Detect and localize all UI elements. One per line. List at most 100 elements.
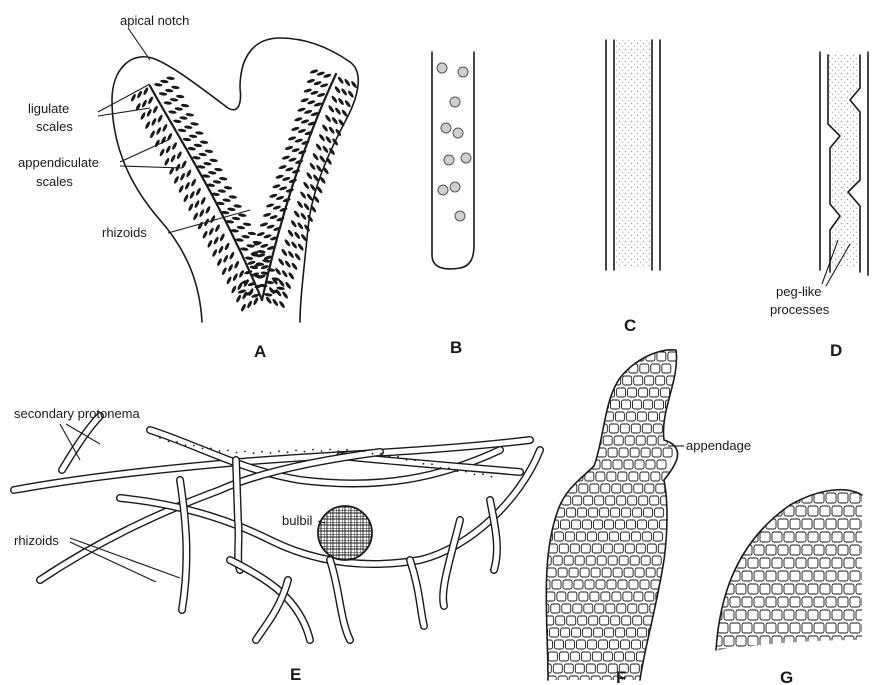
leaf-cell [784, 610, 794, 620]
scale [187, 147, 196, 151]
leaf-cell [568, 484, 577, 493]
leaf-cell [609, 532, 618, 541]
scale [165, 145, 172, 154]
leaf-cell [778, 493, 788, 503]
stipple-dot [414, 459, 416, 461]
leaf-cell [584, 496, 593, 505]
leaf-cell [573, 388, 582, 397]
ligulate-scales-label-1: ligulate [28, 101, 69, 116]
stipple-dot [491, 476, 493, 478]
leaf-cell [826, 493, 836, 503]
leaf-cell [628, 388, 637, 397]
leaf-cell [638, 520, 647, 529]
leaf-cell [509, 556, 518, 565]
leaf-cell [591, 352, 600, 361]
scale [313, 80, 322, 86]
scale [165, 88, 174, 92]
leaf-cell [832, 506, 842, 516]
leaf-cell [736, 506, 746, 516]
protonema-filaments [14, 416, 540, 640]
leaf-cell [625, 544, 634, 553]
leaf-cell [528, 520, 537, 529]
leaf-cell [552, 472, 561, 481]
leaf-cell [647, 652, 656, 661]
leaf-cell [862, 597, 872, 607]
leaf-cell [661, 496, 670, 505]
ligulate-leader [98, 84, 150, 116]
leaf-cell [588, 640, 597, 649]
leaf-cell [532, 424, 541, 433]
scale [334, 107, 342, 116]
scale [176, 151, 183, 160]
leaf-cell [621, 640, 630, 649]
leaf-cell [574, 364, 583, 373]
leaf-cell [754, 545, 764, 555]
leaf-cell [730, 675, 740, 685]
leaf-cell [610, 640, 619, 649]
panel-b-cell: B [432, 52, 474, 357]
bulbil-label: bulbil [282, 513, 312, 528]
leaf-cell [564, 556, 573, 565]
stipple-dot [176, 441, 178, 443]
leaf-cell [523, 616, 532, 625]
leaf-cell [712, 584, 722, 594]
leaf-cell [633, 616, 642, 625]
scale [288, 157, 297, 163]
leaf-cell [826, 597, 836, 607]
scale [163, 101, 172, 105]
leaf-cell [538, 412, 547, 421]
scale [309, 183, 317, 192]
leaf-cell [832, 662, 842, 672]
leaf-cell [535, 484, 544, 493]
leaf-cell [543, 424, 552, 433]
leaf-cell [814, 519, 824, 529]
scale [183, 194, 190, 203]
scale [245, 256, 254, 260]
leaf-cell [814, 675, 824, 685]
leaf-cell [832, 610, 842, 620]
scale [195, 131, 204, 135]
leaf-cell [567, 508, 576, 517]
scale [147, 96, 154, 105]
leaf-cell [772, 480, 782, 490]
leaf-cell [634, 484, 643, 493]
leaf-cell [641, 340, 650, 349]
leaf-cell [634, 592, 643, 601]
leaf-cell [555, 640, 564, 649]
leaf-cell [559, 544, 568, 553]
leaf-cell [609, 424, 618, 433]
leaf-cell [772, 636, 782, 646]
leaf-cell [597, 556, 606, 565]
filament-lumen [330, 560, 350, 640]
scale [154, 83, 163, 87]
leaf-cell [868, 532, 873, 542]
leaf-cell [557, 376, 566, 385]
leaf-cell [700, 636, 710, 646]
scale [296, 221, 304, 230]
leaf-cell [814, 597, 824, 607]
leaf-cell [706, 519, 716, 529]
leaf-cell [742, 675, 752, 685]
leaf-cell [712, 532, 722, 542]
scale [252, 297, 259, 306]
scale [195, 187, 202, 196]
leaf-cell [603, 436, 612, 445]
leaf-cell [580, 568, 589, 577]
leaf-cell [654, 640, 663, 649]
leaf-cell [534, 508, 543, 517]
leaf-cell [520, 556, 529, 565]
leaf-cell [576, 424, 585, 433]
leaf-cell [584, 388, 593, 397]
stipple-dot [363, 450, 365, 452]
leaf-cell [557, 592, 566, 601]
stipple-dot [321, 450, 323, 452]
scale [344, 99, 352, 108]
leaf-cell [582, 412, 591, 421]
leaf-cell [574, 580, 583, 589]
scale [213, 180, 222, 184]
leaf-cell [584, 604, 593, 613]
leaf-cell [772, 610, 782, 620]
scale [341, 109, 349, 118]
leaf-cell [820, 480, 830, 490]
leaf-cell [569, 568, 578, 577]
